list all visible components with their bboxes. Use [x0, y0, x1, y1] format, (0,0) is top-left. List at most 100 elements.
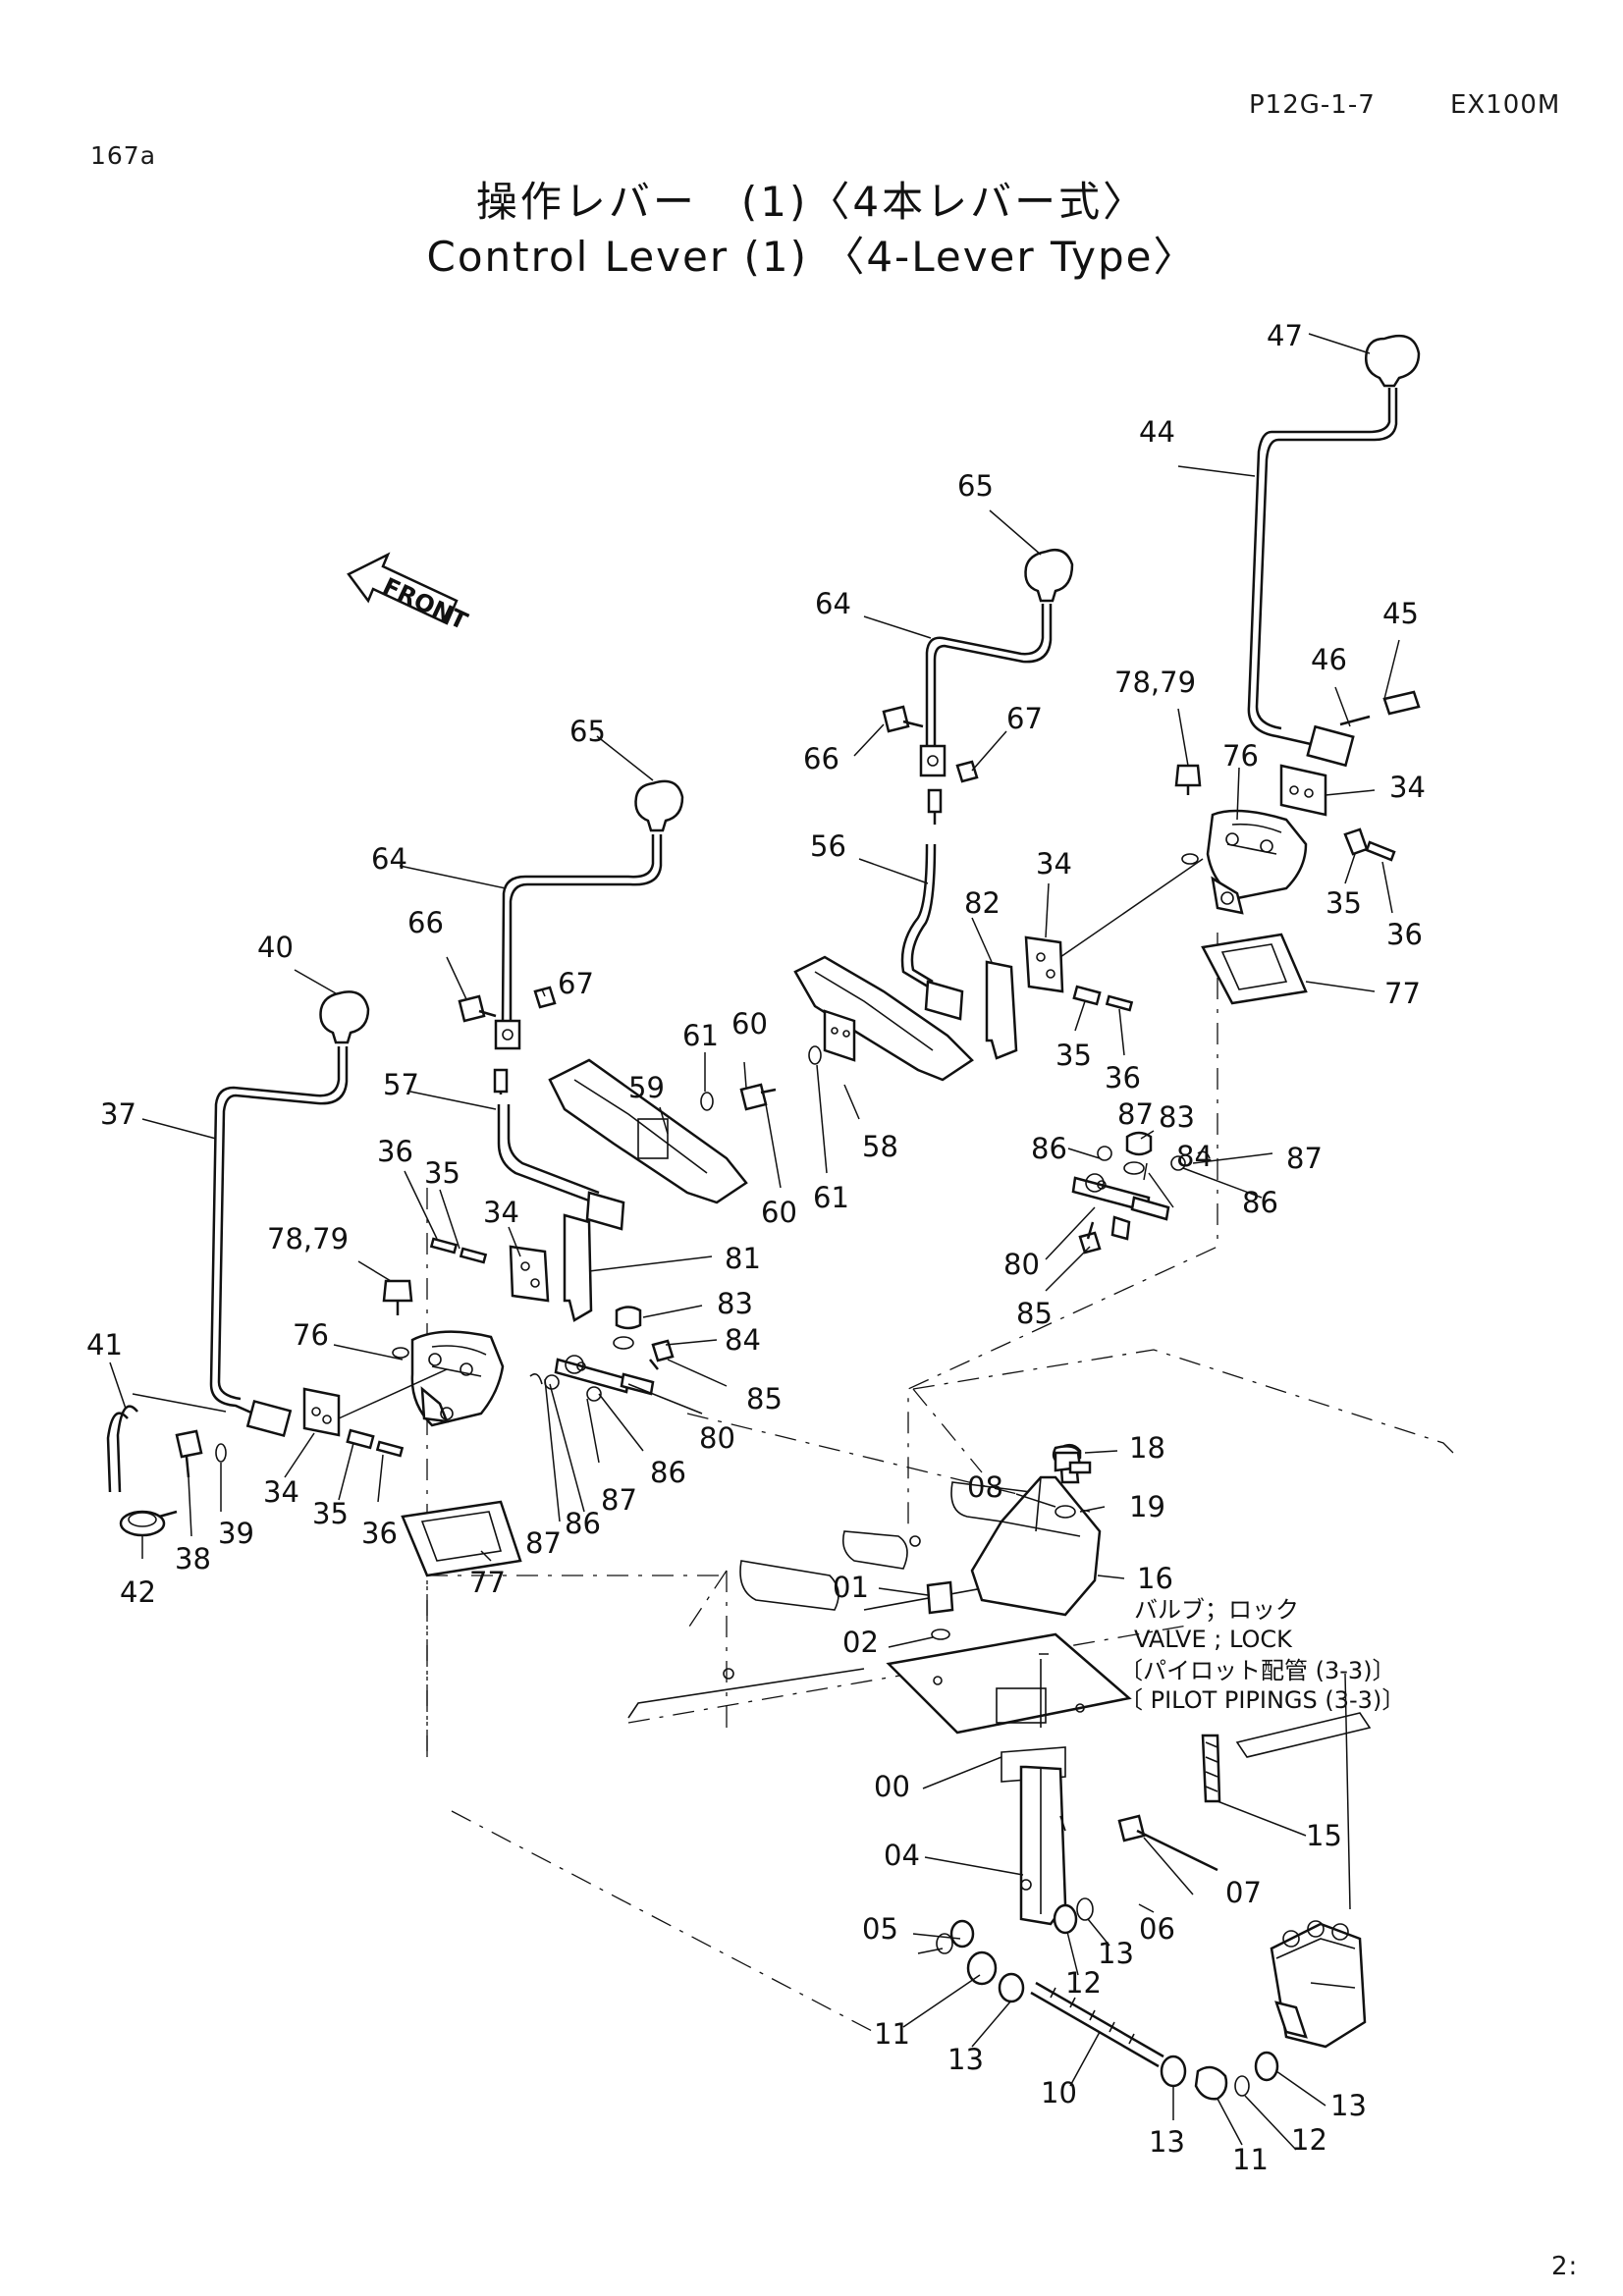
note-ja-line2: 〔パイロット配管 (3-3)〕	[1119, 1657, 1396, 1684]
front-arrow-label: FRONT	[378, 572, 472, 635]
callout-77-b: 77	[469, 1566, 506, 1599]
callout-41: 41	[86, 1328, 123, 1362]
callout-40: 40	[257, 931, 294, 964]
lever-44-assembly	[1174, 334, 1421, 1005]
callout-83-b: 83	[717, 1287, 753, 1320]
callout-66-a: 66	[803, 742, 839, 775]
callout-34-c: 34	[483, 1196, 519, 1229]
callout-08: 08	[967, 1470, 1003, 1504]
title-japanese: 操作レバー (1)〈4本レバー式〉	[475, 178, 1148, 226]
callout-57: 57	[383, 1068, 419, 1101]
callout-38: 38	[175, 1542, 211, 1575]
callout-80-a: 80	[1003, 1248, 1040, 1281]
callout-34-d: 34	[263, 1475, 299, 1509]
callout-36-d: 36	[361, 1517, 398, 1550]
pedal-plates	[548, 955, 974, 1204]
callout-87-c: 87	[601, 1483, 637, 1517]
note-en-line1: VALVE ; LOCK	[1134, 1626, 1293, 1653]
page-corner-number: 2:	[1551, 2252, 1579, 2281]
lever-64-middle-assembly	[882, 548, 1204, 1060]
callout-16: 16	[1137, 1562, 1173, 1595]
callout-46: 46	[1311, 643, 1347, 676]
callout-64-b: 64	[371, 842, 407, 876]
callout-82: 82	[964, 886, 1001, 920]
callout-64-a: 64	[815, 587, 851, 620]
callout-07: 07	[1225, 1876, 1262, 1909]
callout-13-a: 13	[1098, 1937, 1134, 1970]
callout-85-a: 85	[1016, 1297, 1053, 1330]
callout-87-d: 87	[525, 1526, 562, 1560]
callout-86-d: 86	[565, 1507, 601, 1540]
callout-80-b: 80	[699, 1421, 735, 1455]
callout-06: 06	[1139, 1912, 1175, 1946]
callout-15: 15	[1306, 1819, 1342, 1852]
callout-39: 39	[218, 1517, 254, 1550]
callout-76-a: 76	[1222, 739, 1259, 773]
callout-19: 19	[1129, 1490, 1165, 1523]
callout-87-b: 87	[1286, 1142, 1323, 1175]
callout-76-b: 76	[293, 1318, 329, 1352]
callout-11-b: 11	[1232, 2143, 1269, 2176]
callout-13-b: 13	[947, 2043, 984, 2076]
callout-67-a: 67	[1006, 702, 1043, 735]
callout-42: 42	[120, 1575, 156, 1609]
callout-61-b: 61	[813, 1181, 849, 1214]
callout-labels: 47 44 45 46 34 78,79 76 35 36 77 65 64 6…	[86, 319, 1426, 2176]
callout-85-b: 85	[746, 1382, 783, 1415]
lock-valve-note: バルブ；ロック VALVE ; LOCK 〔パイロット配管 (3-3)〕 〔 P…	[1119, 1596, 1405, 1714]
callout-12-a: 12	[1065, 1966, 1102, 2000]
callout-60-b: 60	[761, 1196, 797, 1229]
callout-01: 01	[833, 1571, 869, 1604]
callout-56: 56	[810, 829, 846, 863]
callout-87-a: 87	[1117, 1097, 1154, 1131]
callout-58: 58	[862, 1130, 898, 1163]
linkage-left	[529, 1306, 675, 1402]
callout-10: 10	[1041, 2076, 1077, 2109]
callout-04: 04	[884, 1839, 920, 1872]
callout-05: 05	[862, 1912, 898, 1946]
callout-60-a: 60	[731, 1007, 768, 1041]
lever-37-assembly	[106, 990, 522, 1577]
callout-86-b: 86	[1242, 1186, 1278, 1219]
callout-78-79-b: 78,79	[267, 1222, 349, 1255]
callout-67-b: 67	[558, 967, 594, 1000]
callout-35-d: 35	[312, 1497, 349, 1530]
callout-34-a: 34	[1389, 771, 1426, 804]
callout-81: 81	[725, 1242, 761, 1275]
callout-34-b: 34	[1036, 847, 1072, 881]
note-en-line2: 〔 PILOT PIPINGS (3-3)〕	[1119, 1686, 1405, 1714]
callout-11-a: 11	[874, 2017, 910, 2051]
callout-35-a: 35	[1325, 886, 1362, 920]
callout-84-a: 84	[1176, 1140, 1213, 1173]
callout-61-a: 61	[682, 1019, 719, 1052]
figure-number: 167a	[90, 141, 157, 170]
callout-37: 37	[100, 1097, 136, 1131]
callout-65-b: 65	[569, 715, 606, 748]
callout-66-b: 66	[407, 906, 444, 939]
callout-65-a: 65	[957, 469, 994, 503]
callout-86-c: 86	[650, 1456, 686, 1489]
title-english: Control Lever (1) 〈4-Lever Type〉	[426, 233, 1197, 281]
callout-36-c: 36	[377, 1135, 413, 1168]
callout-83-a: 83	[1159, 1100, 1195, 1134]
linkage-right	[1071, 1131, 1211, 1255]
callout-77-a: 77	[1384, 977, 1421, 1010]
note-ja-line1: バルブ；ロック	[1134, 1596, 1299, 1624]
callout-78-79-a: 78,79	[1114, 666, 1196, 699]
page-code: P12G-1-7	[1249, 90, 1376, 120]
callout-02: 02	[842, 1626, 879, 1659]
callout-84-b: 84	[725, 1323, 761, 1357]
lever-64-left-assembly	[429, 779, 684, 1322]
lock-lever-assembly	[886, 1443, 1367, 2101]
callout-00: 00	[874, 1770, 910, 1803]
callout-36-a: 36	[1386, 918, 1423, 951]
front-arrow: FRONT	[347, 552, 472, 635]
leader-lines	[109, 333, 1400, 2151]
callout-45: 45	[1382, 597, 1419, 630]
model-name: EX100M	[1450, 90, 1561, 120]
callout-35-c: 35	[424, 1156, 460, 1190]
callout-13-d: 13	[1330, 2089, 1367, 2122]
callout-35-b: 35	[1055, 1039, 1092, 1072]
callout-47: 47	[1267, 319, 1303, 352]
